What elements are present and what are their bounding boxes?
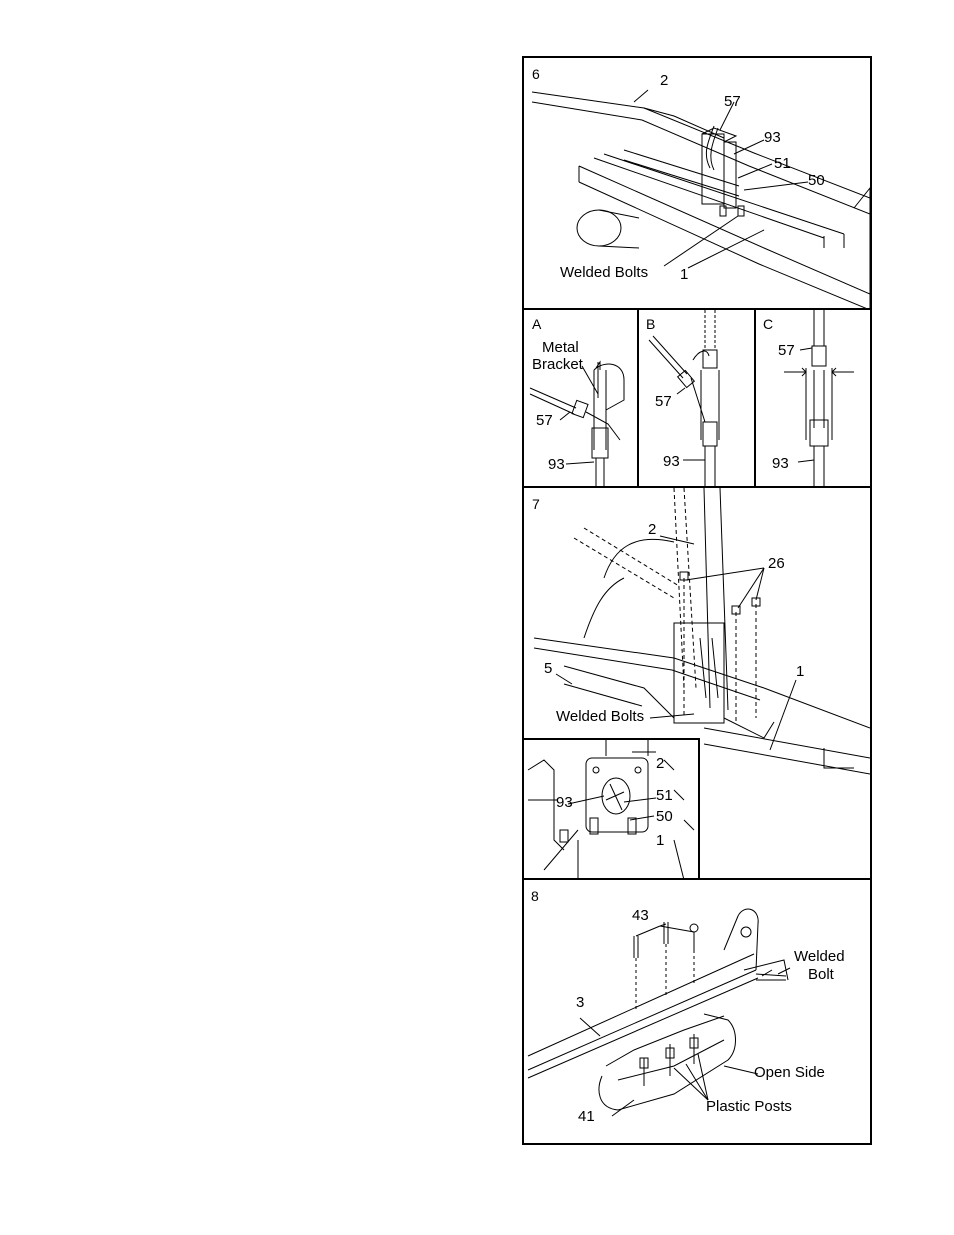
detail-c-label-93: 93 — [772, 456, 789, 471]
step8-label-welded-line2: Bolt — [808, 967, 834, 982]
step8-label-welded-line1: Welded — [794, 949, 845, 964]
step7-label-5: 5 — [544, 661, 552, 676]
step8-label-43: 43 — [632, 908, 649, 923]
detail-c-letter: C — [763, 317, 773, 331]
step7-panel: 7 2 26 1 5 Welded Bolts — [522, 486, 872, 880]
step8-label-41: 41 — [578, 1109, 595, 1124]
detail-c-label-57: 57 — [778, 343, 795, 358]
step8-drawing — [524, 880, 872, 1145]
detail-a-metal-line2: Bracket — [532, 357, 583, 372]
step7-label-2: 2 — [648, 522, 656, 537]
step8-label-plastic-posts: Plastic Posts — [706, 1099, 792, 1114]
step7-inset-label-93: 93 — [556, 795, 573, 810]
detail-b-label-93: 93 — [663, 454, 680, 469]
step6-label-welded-bolts: Welded Bolts — [560, 265, 648, 280]
step6-label-50: 50 — [808, 173, 825, 188]
detail-c-panel: C 57 93 — [754, 308, 872, 488]
step6-label-51: 51 — [774, 156, 791, 171]
step6-label-93: 93 — [764, 130, 781, 145]
step7-label-26: 26 — [768, 556, 785, 571]
step6-number: 6 — [532, 67, 540, 81]
step6-panel: 6 2 57 93 51 50 Welded Bolts 1 — [522, 56, 872, 310]
step8-label-3: 3 — [576, 995, 584, 1010]
detail-b-letter: B — [646, 317, 655, 331]
step7-label-1: 1 — [796, 664, 804, 679]
step6-label-2: 2 — [660, 73, 668, 88]
step7-inset-drawing — [524, 740, 700, 880]
step7-inset — [524, 738, 700, 880]
detail-b-label-57: 57 — [655, 394, 672, 409]
detail-a-metal-line1: Metal — [542, 340, 579, 355]
detail-a-letter: A — [532, 317, 541, 331]
step7-inset-label-51: 51 — [656, 788, 673, 803]
detail-a-panel: A Metal Bracket 57 93 — [522, 308, 639, 488]
step8-number: 8 — [531, 889, 539, 903]
step8-label-open-side: Open Side — [754, 1065, 825, 1080]
step7-inset-label-50: 50 — [656, 809, 673, 824]
step7-number: 7 — [532, 497, 540, 511]
step7-label-welded-bolts: Welded Bolts — [556, 709, 644, 724]
detail-b-panel: B 57 93 — [637, 308, 756, 488]
detail-a-label-57: 57 — [536, 413, 553, 428]
step7-inset-label-1: 1 — [656, 833, 664, 848]
step6-label-1: 1 — [680, 267, 688, 282]
detail-a-drawing — [524, 310, 639, 488]
step8-panel: 8 43 Welded Bolt 3 Open Side 41 Plastic … — [522, 878, 872, 1145]
step7-inset-label-2: 2 — [656, 756, 664, 771]
step6-label-57: 57 — [724, 94, 741, 109]
detail-a-label-93: 93 — [548, 457, 565, 472]
